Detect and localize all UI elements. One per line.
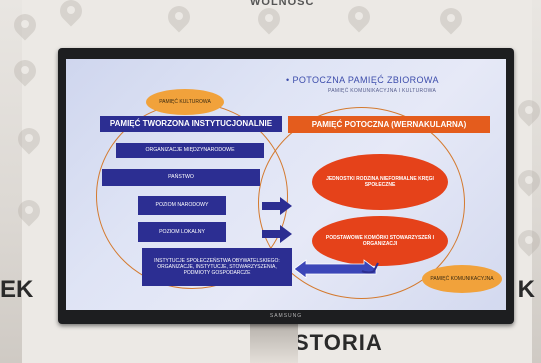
state-box: PAŃSTWO (102, 169, 260, 186)
backdrop-left-text: EK (0, 276, 34, 303)
map-pin-icon (168, 6, 190, 34)
map-pin-icon (14, 60, 36, 88)
map-pin-icon (348, 6, 370, 34)
diagram-arrows (262, 197, 379, 279)
individuals-family-oval: JEDNOSTKI RODZINA NIEFORMALNE KRĘGI SPOŁ… (312, 154, 448, 210)
backdrop-top-text: WOLNOŚĆ (250, 0, 315, 8)
map-pin-icon (60, 0, 82, 28)
tv-brand-label: SAMSUNG (269, 313, 303, 319)
map-pin-icon (18, 128, 40, 156)
cultural-memory-oval: PAMIĘĆ KULTUROWA (146, 89, 224, 115)
basic-cells-oval: PODSTAWOWE KOMÓRKI STOWARZYSZEŃ I ORGANI… (312, 216, 448, 266)
map-pin-icon (518, 100, 540, 128)
map-pin-icon (440, 8, 462, 36)
institutional-memory-header: PAMIĘĆ TWORZONA INSTYTUCJONALNIE (100, 116, 282, 132)
vernacular-memory-circle (258, 107, 465, 299)
right-arrow-icon (262, 197, 292, 215)
international-organizations-box: ORGANIZACJE MIĘDZYNARODOWE (116, 143, 264, 158)
backdrop-right-text: K (517, 276, 535, 303)
map-pin-icon (258, 8, 280, 36)
slide-title: POTOCZNA PAMIĘĆ ZBIOROWA (286, 75, 501, 85)
national-level-box: POZIOM NARODOWY (138, 196, 226, 215)
map-pin-icon (518, 230, 540, 258)
communicative-memory-oval: PAMIĘĆ KOMUNIKACYJNA (422, 265, 502, 293)
local-level-box: POZIOM LOKALNY (138, 222, 226, 242)
tv-stand (250, 324, 298, 363)
presentation-slide: POTOCZNA PAMIĘĆ ZBIOROWA PAMIĘĆ KOMUNIKA… (66, 59, 506, 310)
slide-title-block: POTOCZNA PAMIĘĆ ZBIOROWA PAMIĘĆ KOMUNIKA… (286, 75, 501, 94)
curved-arrow-icon (361, 262, 379, 274)
left-arrow-icon (293, 259, 377, 279)
tv-monitor: POTOCZNA PAMIĘĆ ZBIOROWA PAMIĘĆ KOMUNIKA… (58, 48, 514, 324)
map-pin-icon (14, 14, 36, 42)
map-pin-icon (18, 200, 40, 228)
slide-subtitle: PAMIĘĆ KOMUNIKACYJNA I KULTUROWA (328, 88, 437, 94)
map-pin-icon (518, 170, 540, 198)
civil-society-box: INSTYTUCJE SPOŁECZEŃSTWA OBYWATELSKIEGO:… (142, 248, 292, 286)
vernacular-memory-header: PAMIĘĆ POTOCZNA (WERNAKULARNA) (288, 116, 490, 133)
right-arrow-icon (262, 225, 292, 243)
